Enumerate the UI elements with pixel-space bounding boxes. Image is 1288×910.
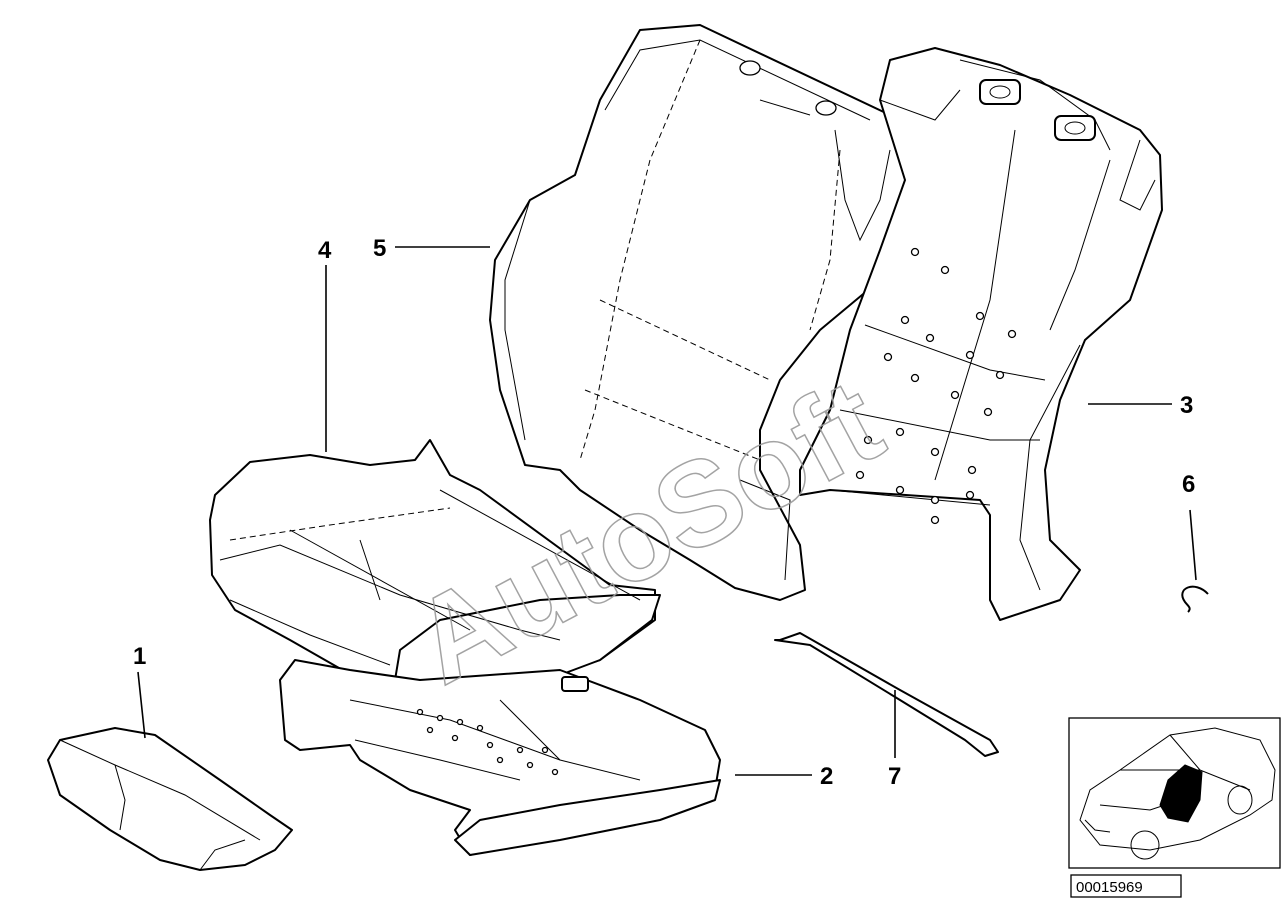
callout-4: 4 [318,237,332,264]
seat-highlight [1159,764,1203,823]
backrest-frame[interactable] [799,47,1163,621]
headrest-hole [815,100,837,116]
callout-7: 7 [888,763,901,790]
callout-3: 3 [1180,392,1193,419]
seat-latch [561,676,589,692]
hook-clip[interactable] [1181,585,1209,613]
car-inset [1068,717,1281,869]
backrest-cover[interactable] [489,24,906,601]
headrest-hole [739,60,761,76]
callout-6: 6 [1182,471,1195,498]
callout-2: 2 [820,763,833,790]
cushion-holes [416,708,559,776]
seat-pad-front[interactable] [47,727,293,871]
callout-1: 1 [133,643,146,670]
diagram-number-box: 00015969 [1070,874,1182,898]
leader-lines [137,246,1197,776]
seat-cushion-frame[interactable] [279,659,721,856]
callout-5: 5 [373,235,386,262]
backrest-holes [855,247,1017,525]
headrest-guide [979,79,1021,105]
wire-loop[interactable] [774,632,999,757]
diagram-number: 00015969 [1076,879,1143,896]
seat-cover[interactable] [209,439,661,696]
headrest-guide [1054,115,1096,141]
